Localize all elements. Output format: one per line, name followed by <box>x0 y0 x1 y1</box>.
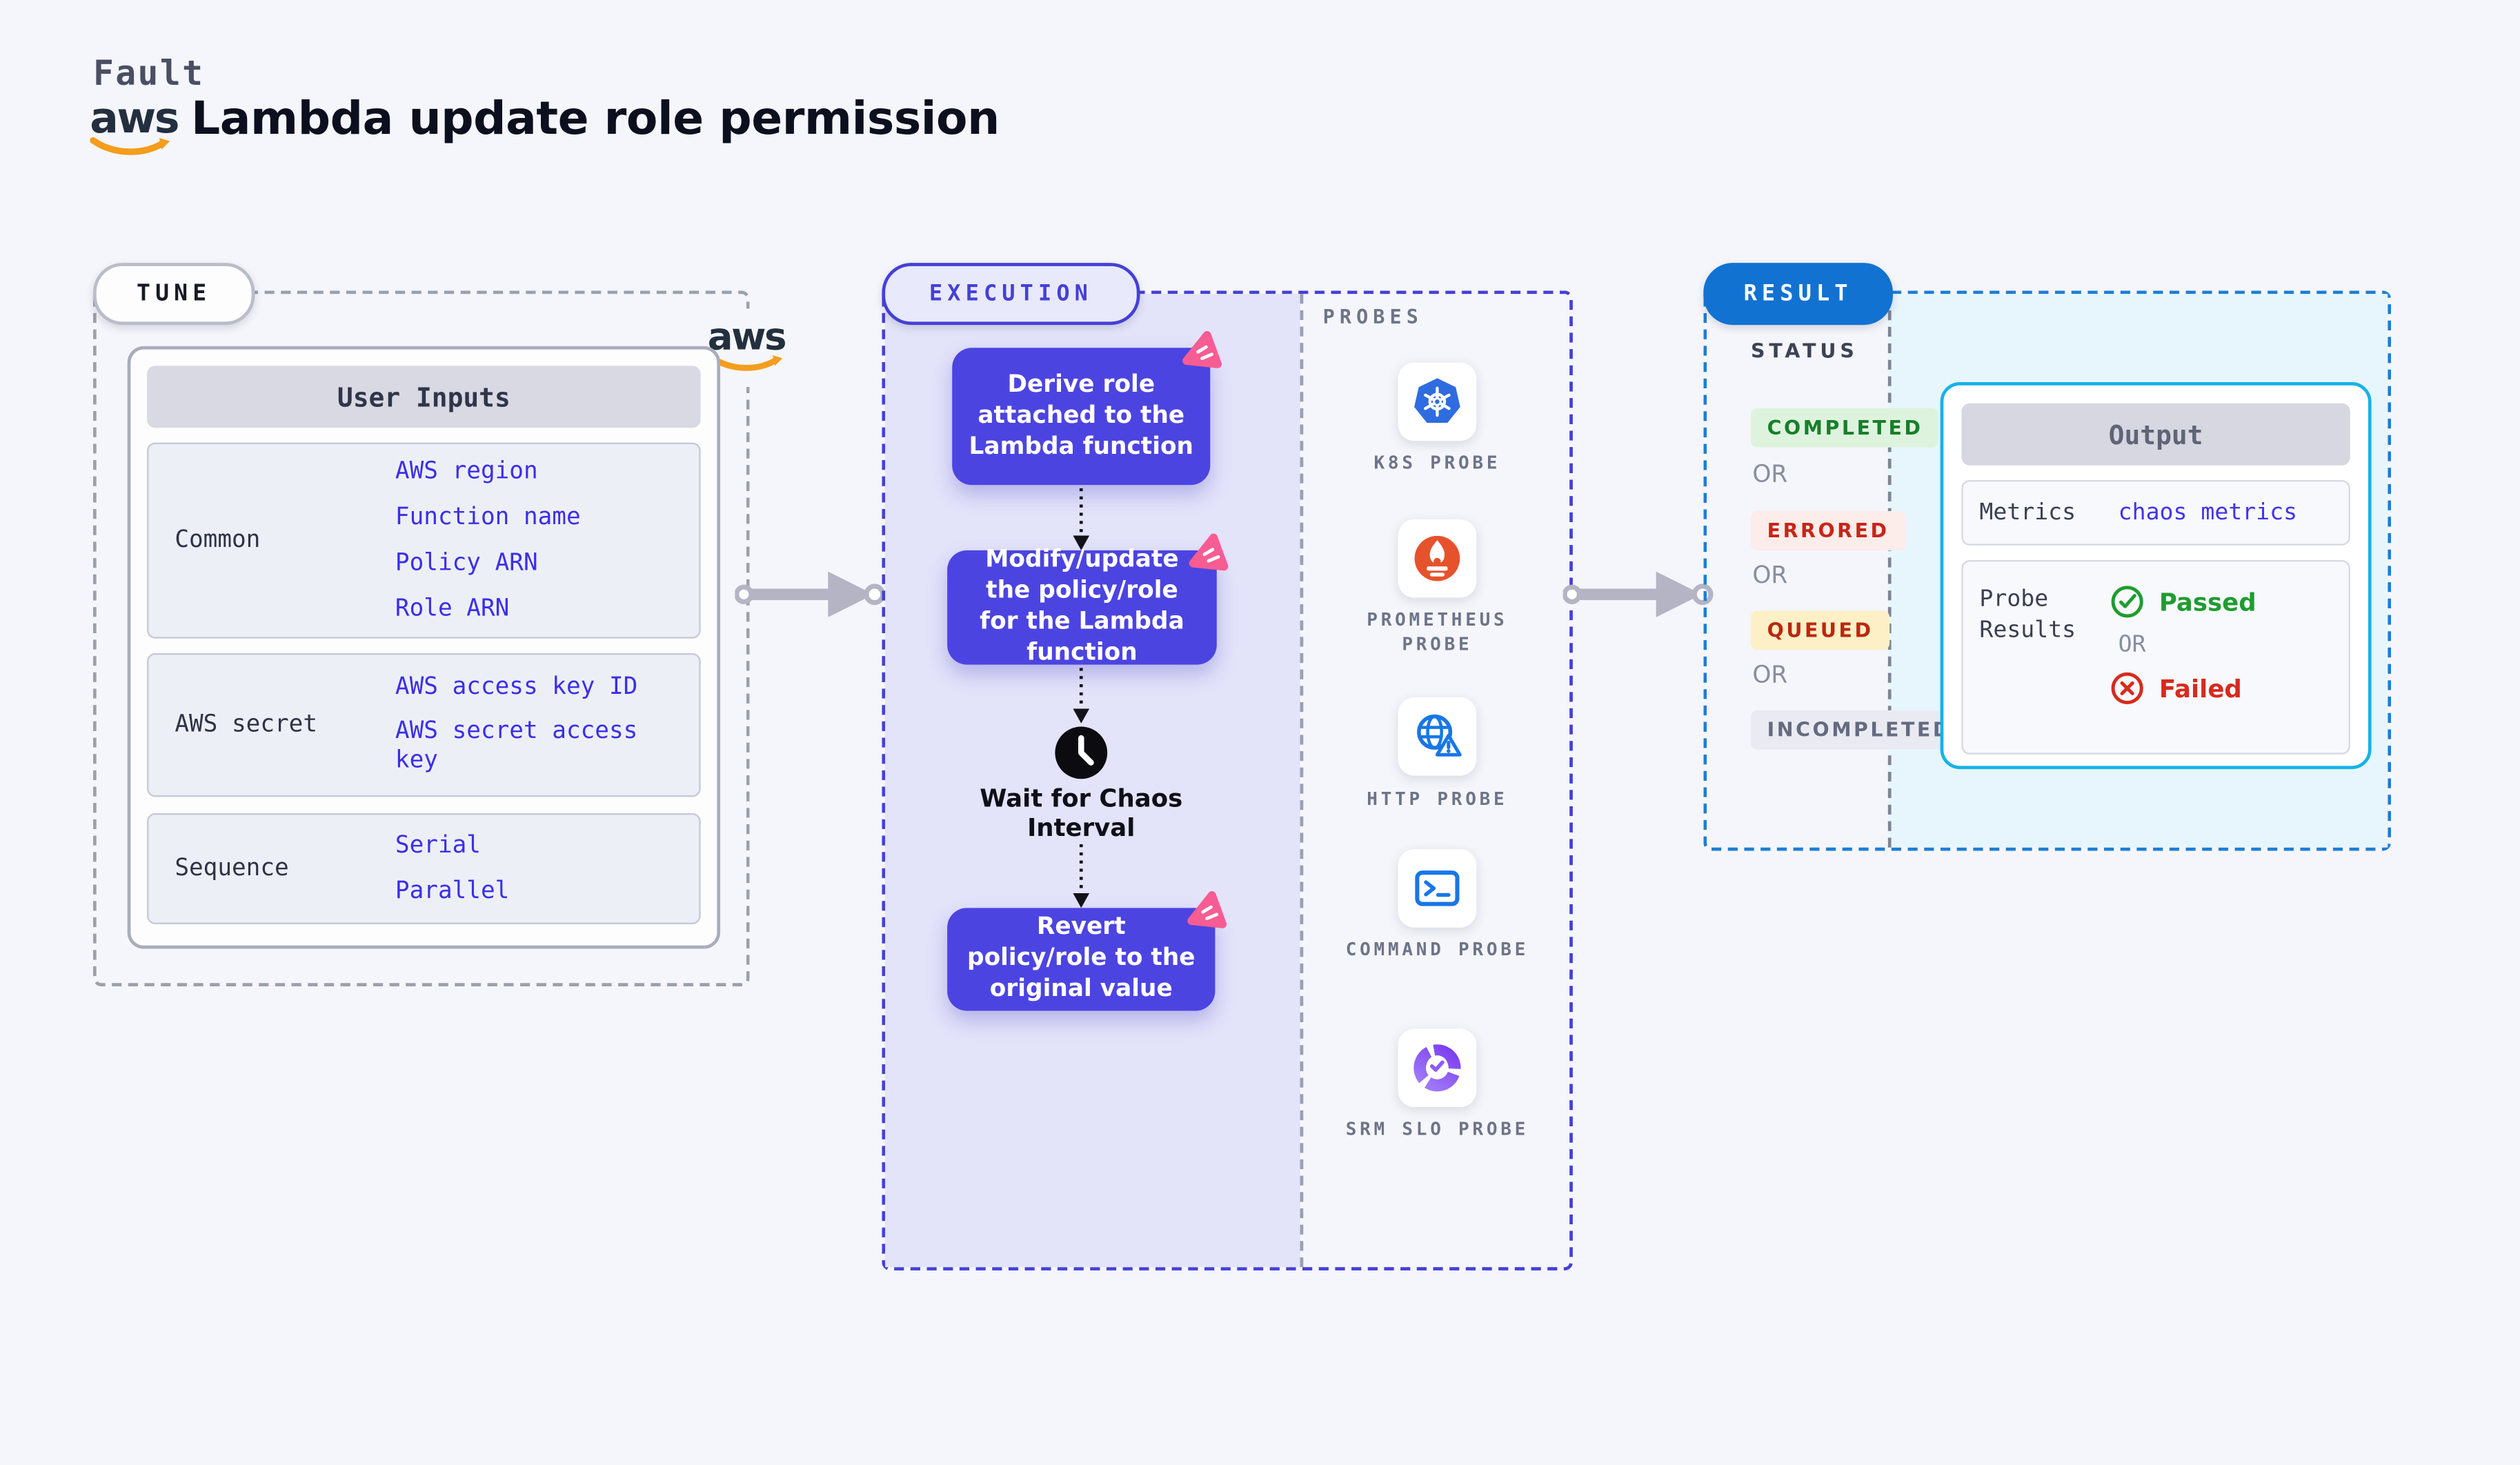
chaos-icon <box>1187 890 1227 928</box>
step-modify-policy: Modify/update the policy/role for the La… <box>947 533 1229 666</box>
prometheus-icon <box>1414 535 1460 581</box>
table-row-sequence: Sequence Serial Parallel <box>147 813 701 925</box>
param-link-parallel[interactable]: Parallel <box>395 878 510 905</box>
metrics-label: Metrics <box>1979 499 2076 526</box>
failed-label: Failed <box>2159 673 2242 704</box>
param-link-policy-arn[interactable]: Policy ARN <box>395 550 538 577</box>
probe-label: K8S PROBE <box>1373 452 1501 474</box>
probe-card-http <box>1398 697 1477 776</box>
flow-arrow-tune-to-execution <box>735 571 886 617</box>
chaos-icon <box>1182 330 1222 368</box>
probe-card-srm-slo <box>1398 1028 1477 1108</box>
status-badge-queued: QUEUED <box>1750 610 1890 650</box>
or-label: OR <box>1752 462 1788 488</box>
aws-logo: aws <box>90 98 180 160</box>
table-row-common: Common AWS region Function name Policy A… <box>147 442 701 639</box>
step-revert-policy: Revert policy/role to the original value <box>947 890 1227 1011</box>
tune-section <box>92 290 750 986</box>
table-row-aws-secret: AWS secret AWS access key ID AWS secret … <box>147 653 701 797</box>
probe-card-prometheus <box>1398 519 1477 598</box>
row-label: Sequence <box>175 855 289 882</box>
dotted-connector <box>1073 668 1090 724</box>
step-derive-role: Derive role attached to the Lambda funct… <box>952 330 1222 486</box>
probe-label: HTTP PROBE <box>1367 788 1508 810</box>
probe-label: PROMETHEUS PROBE <box>1367 609 1508 655</box>
chaos-icon <box>1189 533 1229 571</box>
aws-logo-text: aws <box>90 94 179 144</box>
status-header: STATUS <box>1750 339 1858 363</box>
probe-label: COMMAND PROBE <box>1345 939 1529 961</box>
dotted-connector <box>1073 844 1090 908</box>
user-inputs-card: User Inputs Common AWS region Function n… <box>127 346 721 949</box>
terminal-icon <box>1415 870 1460 906</box>
globe-warning-icon <box>1417 714 1462 757</box>
probes-divider <box>1300 294 1304 1268</box>
probe-label: SRM SLO PROBE <box>1345 1118 1529 1140</box>
probe-results-label: Probe Results <box>1979 586 2076 644</box>
row-label: Common <box>175 527 261 554</box>
param-link-role-arn[interactable]: Role ARN <box>395 596 510 623</box>
probes-title: PROBES <box>1322 305 1423 328</box>
param-link-secret-access-key[interactable]: AWS secret access key <box>395 718 638 775</box>
status-badge-completed: COMPLETED <box>1750 408 1940 448</box>
kubernetes-icon <box>1414 378 1460 423</box>
or-label: OR <box>2118 632 2146 659</box>
output-header: Output <box>1961 403 2350 466</box>
flow-arrow-execution-to-result <box>1562 571 1714 617</box>
dotted-connector <box>1073 488 1090 550</box>
page-title: Lambda update role permission <box>190 91 1000 146</box>
user-inputs-header: User Inputs <box>147 366 701 428</box>
passed-label: Passed <box>2159 587 2256 617</box>
aws-smile-icon <box>90 137 170 155</box>
tune-badge: TUNE <box>92 263 255 326</box>
param-link-serial[interactable]: Serial <box>395 833 481 859</box>
result-divider <box>1887 294 1892 848</box>
fault-eyebrow: Fault <box>92 54 205 93</box>
or-label: OR <box>1752 663 1788 690</box>
probe-card-command <box>1398 849 1477 928</box>
slo-donut-icon <box>1413 1044 1461 1092</box>
probe-results-row: Probe Results Passed OR Failed <box>1961 560 2350 755</box>
output-card: Output Metrics chaos metrics Probe Resul… <box>1940 381 2372 770</box>
or-label: OR <box>1752 563 1788 590</box>
param-link-access-key-id[interactable]: AWS access key ID <box>395 674 638 701</box>
param-link-function-name[interactable]: Function name <box>395 504 581 531</box>
check-circle-icon <box>2111 586 2143 618</box>
param-link-aws-region[interactable]: AWS region <box>395 459 538 486</box>
status-badge-errored: ERRORED <box>1750 511 1906 550</box>
wait-interval-label: Wait for Chaos Interval <box>980 784 1183 843</box>
execution-badge: EXECUTION <box>882 263 1140 326</box>
row-label: AWS secret <box>175 712 318 739</box>
clock-icon <box>1055 726 1108 779</box>
metrics-row: Metrics chaos metrics <box>1961 480 2350 546</box>
x-circle-icon <box>2111 672 2143 704</box>
chaos-metrics-link[interactable]: chaos metrics <box>2118 499 2298 526</box>
status-badge-incompleted: INCOMPLETED <box>1750 710 1968 750</box>
result-badge: RESULT <box>1703 263 1893 326</box>
probe-card-k8s <box>1398 362 1477 441</box>
